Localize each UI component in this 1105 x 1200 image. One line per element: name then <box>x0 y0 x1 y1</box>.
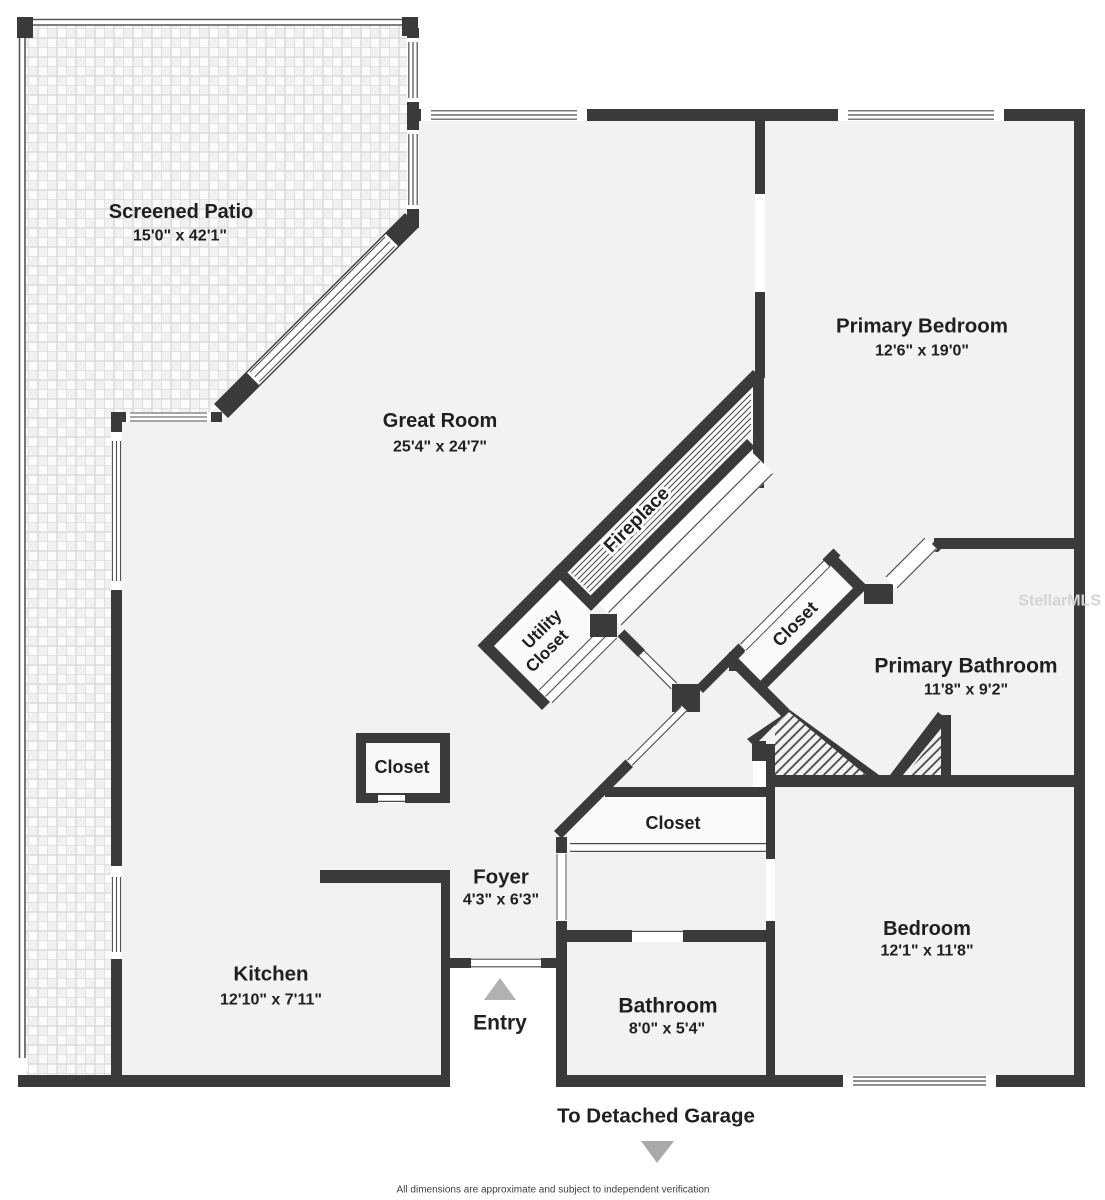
svg-text:Primary Bathroom: Primary Bathroom <box>874 655 1057 678</box>
svg-text:All dimensions are approximate: All dimensions are approximate and subje… <box>397 1185 710 1196</box>
svg-text:25'4" x 24'7": 25'4" x 24'7" <box>393 439 487 456</box>
svg-text:Closet: Closet <box>645 813 700 833</box>
svg-text:8'0" x 5'4": 8'0" x 5'4" <box>629 1021 705 1038</box>
svg-text:StellarMLS: StellarMLS <box>1018 593 1101 610</box>
svg-text:4'3" x 6'3": 4'3" x 6'3" <box>463 892 539 909</box>
svg-text:Great Room: Great Room <box>383 410 497 432</box>
svg-text:Bathroom: Bathroom <box>618 995 717 1018</box>
svg-text:11'8" x 9'2": 11'8" x 9'2" <box>924 682 1008 699</box>
svg-text:Screened Patio: Screened Patio <box>109 201 254 223</box>
svg-text:12'1" x 11'8": 12'1" x 11'8" <box>880 943 973 960</box>
svg-text:Bedroom: Bedroom <box>883 918 971 940</box>
svg-text:To Detached Garage: To Detached Garage <box>557 1105 755 1128</box>
svg-text:15'0" x 42'1": 15'0" x 42'1" <box>133 228 227 245</box>
svg-text:Primary Bedroom: Primary Bedroom <box>836 315 1008 338</box>
svg-text:Entry: Entry <box>473 1012 527 1035</box>
svg-text:Foyer: Foyer <box>473 866 529 889</box>
svg-text:Kitchen: Kitchen <box>233 963 308 986</box>
svg-text:Closet: Closet <box>374 757 429 777</box>
svg-text:12'6" x 19'0": 12'6" x 19'0" <box>875 343 969 360</box>
svg-text:12'10" x 7'11": 12'10" x 7'11" <box>220 992 322 1009</box>
